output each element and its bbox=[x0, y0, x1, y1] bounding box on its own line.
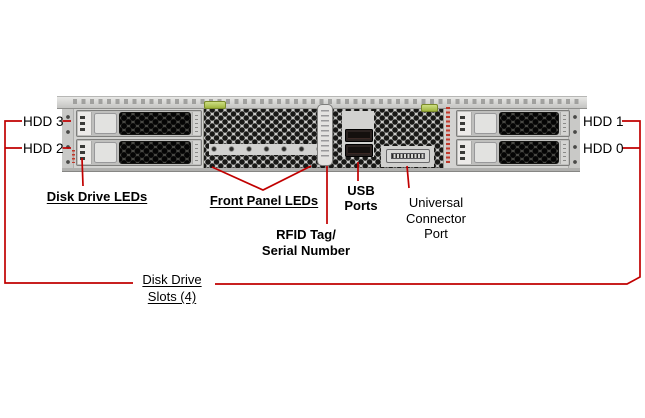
release-latch-right-icon bbox=[421, 104, 438, 112]
drive-label-strip bbox=[192, 141, 200, 164]
disk-drive-slot-hdd0 bbox=[456, 139, 570, 166]
usb-port-area bbox=[342, 111, 374, 157]
disk-drive-slot-hdd2 bbox=[76, 139, 202, 166]
chassis-bottom-edge bbox=[62, 168, 580, 172]
rfid-tag-serial-strip bbox=[317, 104, 333, 166]
label-universal-connector-port: Universal Connector Port bbox=[393, 195, 479, 242]
drive-led-icon bbox=[458, 112, 472, 135]
release-latch-left-icon bbox=[204, 101, 226, 109]
label-usb-line2: Ports bbox=[344, 198, 378, 213]
drive-led-icon bbox=[78, 141, 92, 164]
label-usb-line1: USB bbox=[347, 183, 375, 198]
drive-latch-button bbox=[474, 113, 497, 134]
label-front-panel-leds: Front Panel LEDs bbox=[205, 193, 323, 208]
label-hdd0: HDD 0 bbox=[583, 141, 624, 156]
label-dds-line1: Disk Drive bbox=[142, 272, 202, 287]
usb-port-bottom-icon bbox=[345, 144, 373, 157]
label-disk-drive-slots: Disk Drive Slots (4) bbox=[120, 271, 224, 305]
drive-grille bbox=[119, 141, 191, 164]
drive-label-strip bbox=[560, 141, 568, 164]
drive-grille bbox=[499, 141, 559, 164]
front-panel-leds-row-icon bbox=[209, 144, 317, 155]
label-hdd3: HDD 3 bbox=[23, 114, 64, 129]
universal-connector-port-icon bbox=[386, 149, 430, 163]
drive-label-strip bbox=[192, 112, 200, 135]
label-hdd2: HDD 2 bbox=[23, 141, 64, 156]
drive-led-icon bbox=[458, 141, 472, 164]
drive-latch-button bbox=[94, 113, 117, 134]
red-slot-label bbox=[72, 150, 75, 163]
label-disk-drive-leds-text: Disk Drive LEDs bbox=[46, 189, 148, 204]
drive-grille bbox=[119, 112, 191, 135]
label-rfid-line1: RFID Tag/ bbox=[276, 227, 336, 242]
label-ucp-line3: Port bbox=[424, 226, 448, 241]
drive-label-strip bbox=[560, 112, 568, 135]
drive-latch-button bbox=[474, 142, 497, 163]
disk-drive-slot-hdd1 bbox=[456, 110, 570, 137]
label-ucp-line1: Universal bbox=[408, 195, 464, 210]
label-usb-ports: USB Ports bbox=[329, 183, 393, 213]
label-disk-drive-leds: Disk Drive LEDs bbox=[38, 189, 156, 204]
disk-drive-slot-hdd3 bbox=[76, 110, 202, 137]
drive-grille bbox=[499, 112, 559, 135]
label-hdd1: HDD 1 bbox=[583, 114, 624, 129]
red-part-number-label bbox=[446, 107, 450, 163]
label-ucp-line2: Connector bbox=[406, 210, 466, 226]
label-front-panel-leds-text: Front Panel LEDs bbox=[209, 193, 319, 208]
label-rfid-line2: Serial Number bbox=[261, 243, 351, 258]
label-rfid-tag-serial-number: RFID Tag/ Serial Number bbox=[244, 227, 368, 259]
drive-led-icon bbox=[78, 112, 92, 135]
label-dds-line2: Slots (4) bbox=[147, 289, 197, 304]
drive-latch-button bbox=[94, 142, 117, 163]
usb-port-top-icon bbox=[345, 129, 373, 142]
